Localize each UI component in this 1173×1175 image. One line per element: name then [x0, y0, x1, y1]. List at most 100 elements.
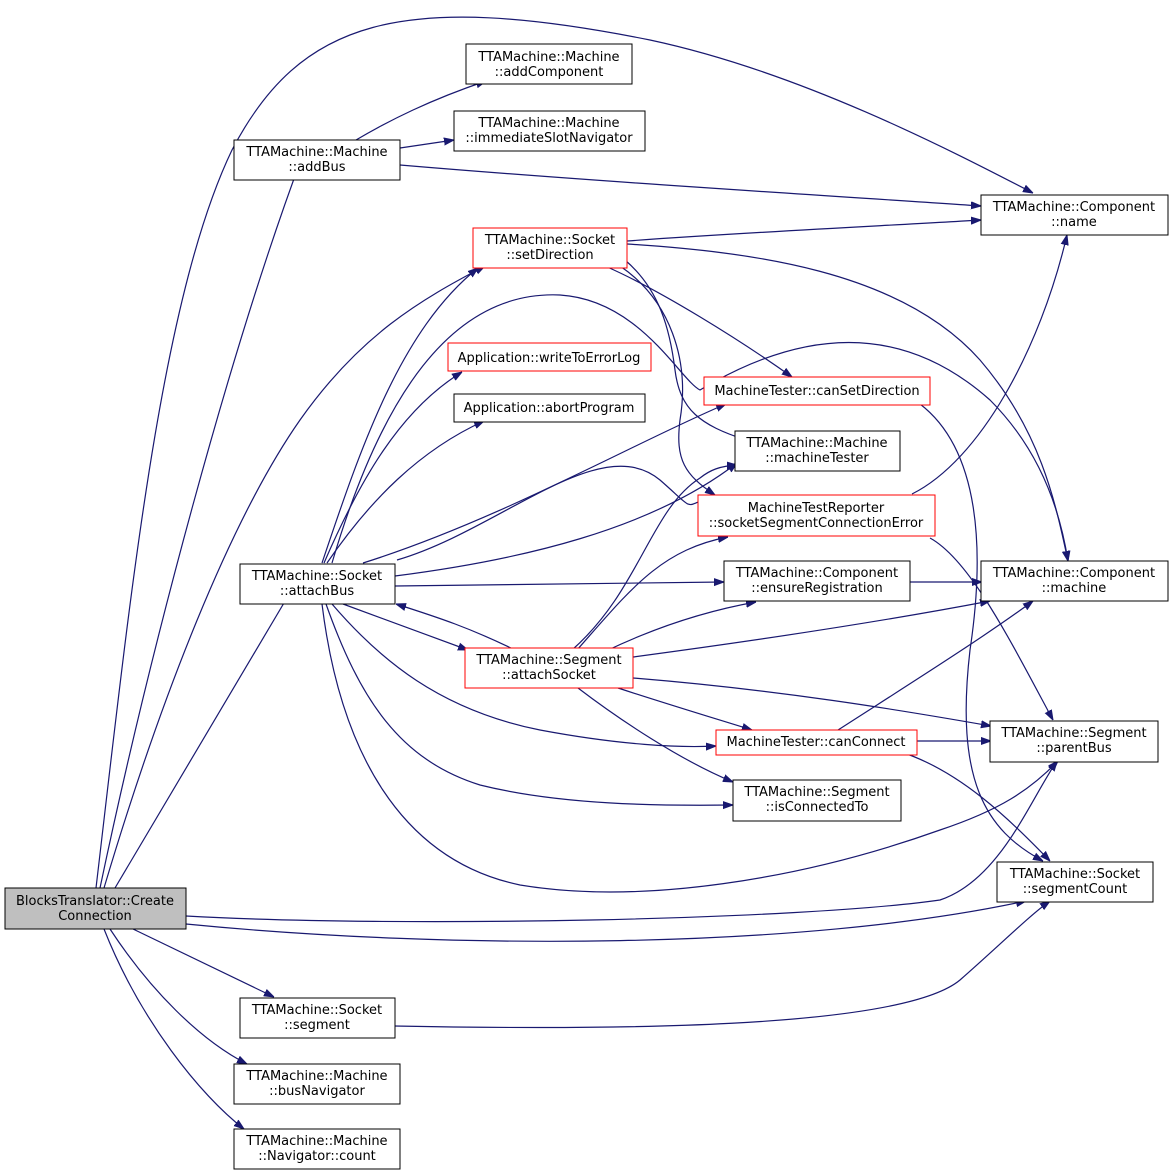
node-label-line2: ::machine — [1042, 581, 1107, 596]
node-label-line2: Connection — [58, 909, 132, 924]
edge-setdirection-to-machinetester — [624, 259, 746, 440]
node-blockstranslator-createconnection[interactable]: BlocksTranslator::Create Connection — [4, 887, 187, 930]
edge-attachsocket-to-canconnect — [617, 687, 752, 730]
node-segment-isconnectedto[interactable]: TTAMachine::Segment ::isConnectedTo — [732, 779, 902, 822]
edge-cansetdirection-to-segmentcount — [919, 403, 1043, 861]
node-label-line1: TTAMachine::Socket — [251, 569, 382, 584]
nodes-layer: BlocksTranslator::Create Connection TTAM… — [4, 43, 1169, 1170]
node-label-line2: ::isConnectedTo — [766, 800, 869, 815]
node-label-line1: BlocksTranslator::Create — [16, 894, 174, 909]
edge-attachbus-to-writetoerrorlog — [323, 372, 462, 564]
node-label-line1: TTAMachine::Machine — [245, 1134, 387, 1149]
node-socket-segmentcount[interactable]: TTAMachine::Socket ::segmentCount — [996, 861, 1154, 903]
edge-attachsocket-to-attachbus — [396, 604, 516, 651]
edge-setdirection-to-component-machine — [626, 243, 1068, 561]
node-socket-setdirection[interactable]: TTAMachine::Socket ::setDirection — [472, 227, 628, 269]
node-label-line2: ::machineTester — [765, 451, 869, 466]
node-label-line2: ::name — [1051, 215, 1097, 230]
node-label-line2: ::segmentCount — [1023, 882, 1127, 897]
edge-attachbus-to-cansetdirection — [362, 404, 726, 564]
edge-attachbus-to-abortprogram — [326, 421, 484, 564]
node-machine-immediateslotnavigator[interactable]: TTAMachine::Machine ::immediateSlotNavig… — [453, 110, 646, 152]
edges-layer — [95, 16, 1068, 1129]
node-label-line2: ::ensureRegistration — [751, 581, 882, 596]
edge-attachbus-to-component-machine — [331, 294, 1068, 564]
edge-attachbus-to-segconnerr — [396, 465, 716, 561]
node-machine-addbus[interactable]: TTAMachine::Machine ::addBus — [233, 139, 401, 181]
node-machine-addcomponent[interactable]: TTAMachine::Machine ::addComponent — [465, 43, 633, 85]
node-machine-machinetester[interactable]: TTAMachine::Machine ::machineTester — [734, 430, 901, 472]
edge-segconnerr-to-component-name — [911, 235, 1067, 495]
edge-root-to-socket-segment — [132, 928, 274, 997]
node-application-abortprogram[interactable]: Application::abortProgram — [453, 393, 646, 423]
node-socket-attachbus[interactable]: TTAMachine::Socket ::attachBus — [239, 563, 396, 605]
node-label-line1: TTAMachine::Machine — [245, 145, 387, 160]
edge-addbus-to-addcomponent — [355, 81, 486, 141]
edge-socket-segment-to-segmentcount — [393, 901, 1050, 1029]
node-label-line1: TTAMachine::Segment — [475, 653, 621, 668]
edge-setdirection-to-cansetdirection — [604, 265, 792, 377]
node-label-line1: Application::abortProgram — [464, 401, 635, 416]
node-label-line2: ::Navigator::count — [258, 1149, 376, 1164]
edge-root-to-busnavigator — [109, 928, 247, 1064]
edge-addbus-to-immediateslot — [399, 140, 454, 149]
node-label-line1: TTAMachine::Socket — [1009, 867, 1140, 882]
node-segment-attachsocket[interactable]: TTAMachine::Segment ::attachSocket — [464, 647, 634, 689]
node-label-line2: ::immediateSlotNavigator — [465, 131, 633, 146]
node-label-line1: MachineTester::canSetDirection — [714, 384, 919, 399]
node-label-line1: TTAMachine::Component — [735, 566, 898, 581]
node-label-line1: TTAMachine::Machine — [745, 436, 887, 451]
node-socket-segment[interactable]: TTAMachine::Socket ::segment — [239, 997, 396, 1039]
node-label-line2: ::addComponent — [495, 65, 604, 80]
edge-attachsocket-to-machinetester — [571, 465, 737, 651]
node-machinetestreporter-socketsegmentconnectionerror[interactable]: MachineTestReporter ::socketSegmentConne… — [697, 494, 936, 537]
edge-canconnect-to-segmentcount — [897, 750, 1050, 861]
node-label-line2: ::busNavigator — [269, 1084, 365, 1099]
edge-attachbus-to-isconnectedto — [325, 603, 733, 805]
node-label-line1: TTAMachine::Socket — [484, 233, 615, 248]
edge-attachsocket-to-parentbus — [632, 677, 991, 726]
node-label-line1: TTAMachine::Segment — [743, 785, 889, 800]
edge-setdirection-to-component-name — [626, 220, 981, 242]
edge-root-to-attachbus — [114, 581, 297, 889]
node-label-line2: ::setDirection — [506, 248, 593, 263]
edge-segconnerr-to-parentbus — [929, 537, 1053, 720]
node-machine-navigator-count[interactable]: TTAMachine::Machine ::Navigator::count — [233, 1128, 401, 1170]
node-label-line1: Application::writeToErrorLog — [458, 351, 641, 366]
edge-attachsocket-to-segconnerr — [576, 537, 728, 651]
node-component-machine[interactable]: TTAMachine::Component ::machine — [980, 560, 1169, 602]
node-label-line2: ::attachBus — [280, 584, 354, 599]
node-label-line1: TTAMachine::Machine — [477, 50, 619, 65]
node-segment-parentbus[interactable]: TTAMachine::Segment ::parentBus — [989, 720, 1159, 763]
edge-attachsocket-to-ensurereg — [605, 602, 756, 652]
node-application-writetoerrorlog[interactable]: Application::writeToErrorLog — [447, 342, 652, 372]
node-component-ensureregistration[interactable]: TTAMachine::Component ::ensureRegistrati… — [723, 560, 911, 602]
node-label-line2: ::parentBus — [1036, 741, 1112, 756]
node-label-line1: TTAMachine::Machine — [245, 1069, 387, 1084]
node-label-line1: TTAMachine::Component — [992, 200, 1155, 215]
node-label-line2: ::addBus — [288, 160, 345, 175]
node-machine-busnavigator[interactable]: TTAMachine::Machine ::busNavigator — [233, 1063, 401, 1105]
edge-root-to-segmentcount — [185, 901, 1026, 942]
node-machinetester-canconnect[interactable]: MachineTester::canConnect — [715, 729, 918, 756]
node-component-name[interactable]: TTAMachine::Component ::name — [980, 194, 1169, 236]
node-label-line1: TTAMachine::Segment — [1000, 726, 1146, 741]
edge-attachsocket-to-component-machine — [632, 601, 990, 658]
edge-attachbus-to-parentbus — [321, 603, 1058, 893]
node-label-line1: MachineTester::canConnect — [727, 735, 906, 750]
edge-attachbus-to-attachsocket — [342, 603, 468, 651]
edge-addbus-to-component-name — [399, 164, 981, 206]
node-label-line2: ::segment — [284, 1018, 350, 1033]
node-label-line1: MachineTestReporter — [748, 501, 885, 516]
node-label-line2: ::attachSocket — [502, 668, 596, 683]
edge-root-to-parentbus — [185, 761, 1057, 923]
edge-canconnect-to-component-machine — [837, 601, 1033, 731]
node-machinetester-cansetdirection[interactable]: MachineTester::canSetDirection — [703, 376, 931, 406]
node-label-line2: ::socketSegmentConnectionError — [709, 516, 924, 531]
edge-attachbus-to-machinetester — [394, 463, 737, 577]
edge-attachbus-to-setdirection — [321, 268, 478, 564]
edge-attachbus-to-canconnect — [331, 603, 716, 747]
edge-root-to-navigator-count — [103, 928, 244, 1129]
edge-attachsocket-to-isconnectedto — [577, 687, 733, 782]
